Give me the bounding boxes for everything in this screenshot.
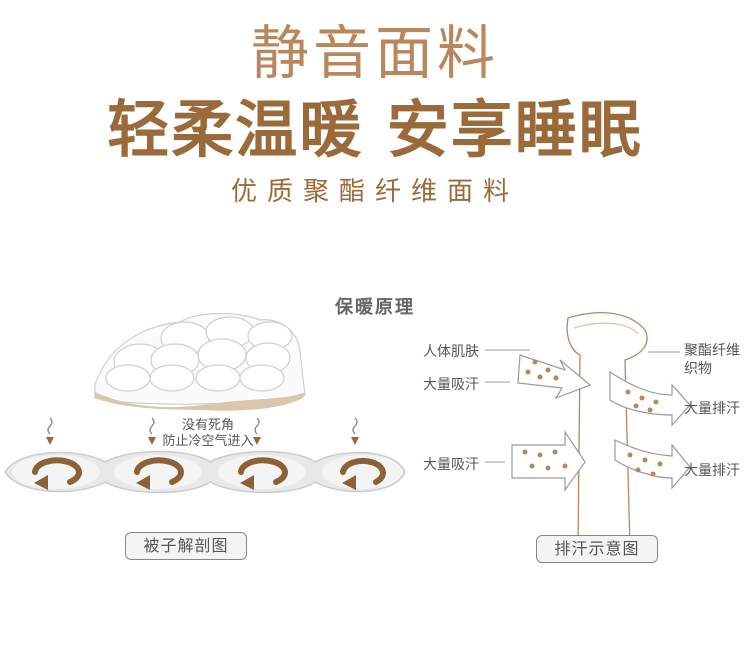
down-arrow-icon xyxy=(46,437,54,445)
label-fabric: 聚酯纤维 织物 xyxy=(684,342,740,378)
headline-3: 优质聚酯纤维面料 xyxy=(230,177,519,207)
fabric-illustration xyxy=(566,312,648,551)
headline-2: 轻柔温暖 安享睡眠 xyxy=(107,93,643,166)
quilt-anatomy-button[interactable]: 被子解剖图 xyxy=(125,532,247,560)
swirl-arrow-icon xyxy=(240,475,254,490)
label-absorb-top: 大量吸汗 xyxy=(423,377,479,393)
label-body-skin: 人体肌肤 xyxy=(423,344,479,360)
headline-1: 静音面料 xyxy=(250,19,499,87)
down-arrow-icon xyxy=(351,437,359,445)
quilt-filling-layer xyxy=(95,392,305,411)
swirl-arrow-icon xyxy=(136,475,150,490)
note-line-1: 没有死角 xyxy=(181,418,234,433)
down-arrow-icon xyxy=(148,437,156,445)
label-drain-bottom: 大量排汗 xyxy=(684,463,740,479)
cold-air-arrows xyxy=(47,417,358,435)
label-drain-top: 大量排汗 xyxy=(684,401,740,417)
label-fabric-line-2: 织物 xyxy=(684,361,712,377)
label-absorb-bottom: 大量吸汗 xyxy=(423,457,479,473)
quilt-top-illustration xyxy=(94,312,306,405)
down-arrow-icon xyxy=(253,437,261,445)
note-line-2: 防止冷空气进入 xyxy=(162,434,254,449)
swirl-arrow-icon xyxy=(342,475,356,490)
airflow-swirls xyxy=(32,457,386,485)
note-no-dead-angle: 没有死角 防止冷空气进入 xyxy=(148,418,268,450)
swirl-arrow-icon xyxy=(34,475,48,490)
label-fabric-line-1: 聚酯纤维 xyxy=(684,343,740,359)
sweat-diagram-button[interactable]: 排汗示意图 xyxy=(536,535,658,563)
section-title: 保暖原理 xyxy=(335,297,415,318)
sweat-droplets xyxy=(522,359,663,477)
